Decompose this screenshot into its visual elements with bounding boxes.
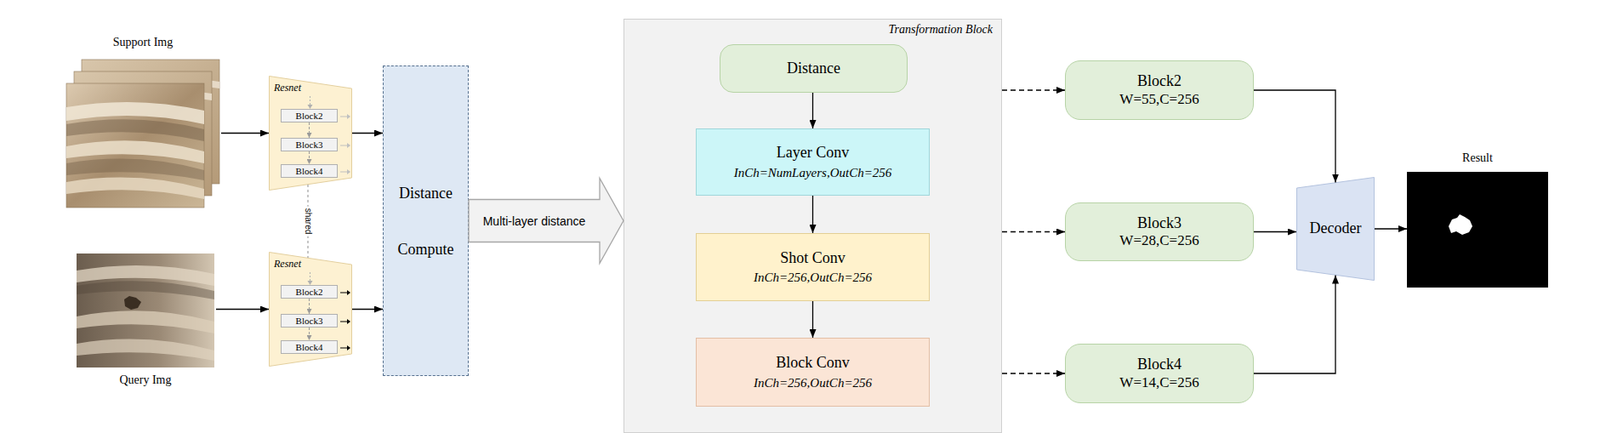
process-box: Layer ConvInCh=NumLayers,OutCh=256: [695, 128, 930, 196]
connector-arrow: [1253, 90, 1336, 183]
stage-box: Block3: [280, 137, 338, 152]
result-output: Result: [1406, 151, 1549, 288]
node-label: Transformation Block: [888, 22, 993, 38]
node-label: Block Conv: [775, 353, 850, 373]
photo-band: [66, 159, 205, 181]
node-label: Block3: [296, 316, 324, 326]
stage-box: Block3: [280, 313, 338, 328]
node-label: Shot Conv: [780, 249, 846, 268]
node-label: Block3: [1137, 214, 1182, 234]
node-label: InCh=256,OutCh=256: [753, 375, 872, 391]
query-photo-bands: [76, 265, 215, 361]
image-input: Query Img: [74, 251, 217, 388]
photo-band: [66, 177, 205, 200]
outline-path: [1297, 177, 1375, 281]
feature-box: Block4W=14,C=256: [1064, 343, 1254, 404]
photo-band: [66, 119, 205, 142]
support-photo-middle: [74, 71, 212, 196]
connector-arrow: [1002, 89, 1065, 91]
node-label: W=28,C=256: [1119, 232, 1199, 250]
node-label: Block4: [296, 166, 324, 177]
segmented-defect: [1448, 214, 1473, 235]
outline-path: [269, 252, 353, 367]
compute-box: Distance Compute: [382, 65, 469, 376]
photo-band: [76, 310, 215, 334]
support-photo-back: [81, 59, 220, 184]
node-label: Resnet: [273, 257, 302, 270]
defect-spot: [124, 296, 142, 310]
node-label: Layer Conv: [776, 143, 849, 163]
node-label: Resnet: [273, 81, 302, 94]
connector-arrow: [1374, 227, 1407, 229]
connector-arrow: [216, 308, 269, 310]
node-label: Block4: [1137, 355, 1182, 375]
photo-band: [76, 265, 215, 286]
block-arrow: [468, 178, 624, 264]
node-label: Block4: [296, 342, 324, 353]
photo-band: [66, 102, 205, 125]
process-box: Shot ConvInCh=256,OutCh=256: [695, 233, 930, 302]
decoder-trapezoid: Decoder: [1296, 176, 1375, 281]
stage-box: Block4: [280, 164, 338, 178]
result-mask: [1406, 171, 1549, 288]
feature-box: Block2W=55,C=256: [1064, 60, 1254, 120]
backbone-trapezoid: ResnetBlock2Block3Block4: [268, 251, 353, 367]
photo-band: [76, 280, 215, 300]
feature-box: Block3W=28,C=256: [1064, 202, 1254, 262]
stage-box: Block4: [280, 340, 338, 354]
photo-band: [81, 75, 220, 89]
stage-box: Block2: [280, 108, 338, 123]
process-box: Distance: [719, 44, 908, 93]
node-label: InCh=NumLayers,OutCh=256: [734, 165, 893, 181]
node-label: W=55,C=256: [1119, 91, 1199, 109]
group-panel: Transformation BlockDistanceLayer ConvIn…: [623, 18, 1003, 433]
connector-arrow: [1253, 231, 1297, 233]
photo-band: [76, 339, 215, 361]
connector-arrow: [1002, 372, 1065, 374]
node-label: Decoder: [1309, 219, 1362, 239]
edge-label: shared: [302, 206, 314, 237]
node-label: Distance Compute: [387, 165, 465, 278]
photo-band: [74, 87, 212, 101]
stage-box: Block2: [280, 284, 338, 299]
connector-arrow: [221, 132, 269, 134]
node-label: Block3: [296, 140, 324, 150]
node-label: InCh=256,OutCh=256: [753, 269, 872, 285]
outline-path: [269, 76, 353, 191]
query-photo: [76, 253, 215, 368]
node-label: Block2: [296, 287, 324, 297]
backbone-trapezoid: ResnetBlock2Block3Block4: [268, 75, 353, 191]
connector-arrow: [352, 308, 383, 310]
connector-arrow: [1253, 275, 1336, 375]
connector-arrow: [352, 132, 383, 134]
node-label: Query Img: [119, 373, 171, 388]
node-label: W=14,C=256: [1119, 374, 1199, 392]
support-photo-bands: [66, 102, 205, 200]
image-input: Support Img: [64, 35, 222, 210]
node-label: Block2: [296, 111, 324, 121]
photo-band: [66, 140, 205, 164]
node-label: Distance: [786, 59, 841, 79]
node-label: Support Img: [113, 35, 173, 51]
node-label: Result: [1462, 151, 1493, 166]
edge-label: Multi-layer distance: [481, 213, 588, 228]
connector-arrow: [1002, 231, 1065, 233]
node-label: Block2: [1137, 72, 1182, 92]
support-photo-front: [66, 83, 205, 208]
process-box: Block ConvInCh=256,OutCh=256: [695, 337, 930, 407]
